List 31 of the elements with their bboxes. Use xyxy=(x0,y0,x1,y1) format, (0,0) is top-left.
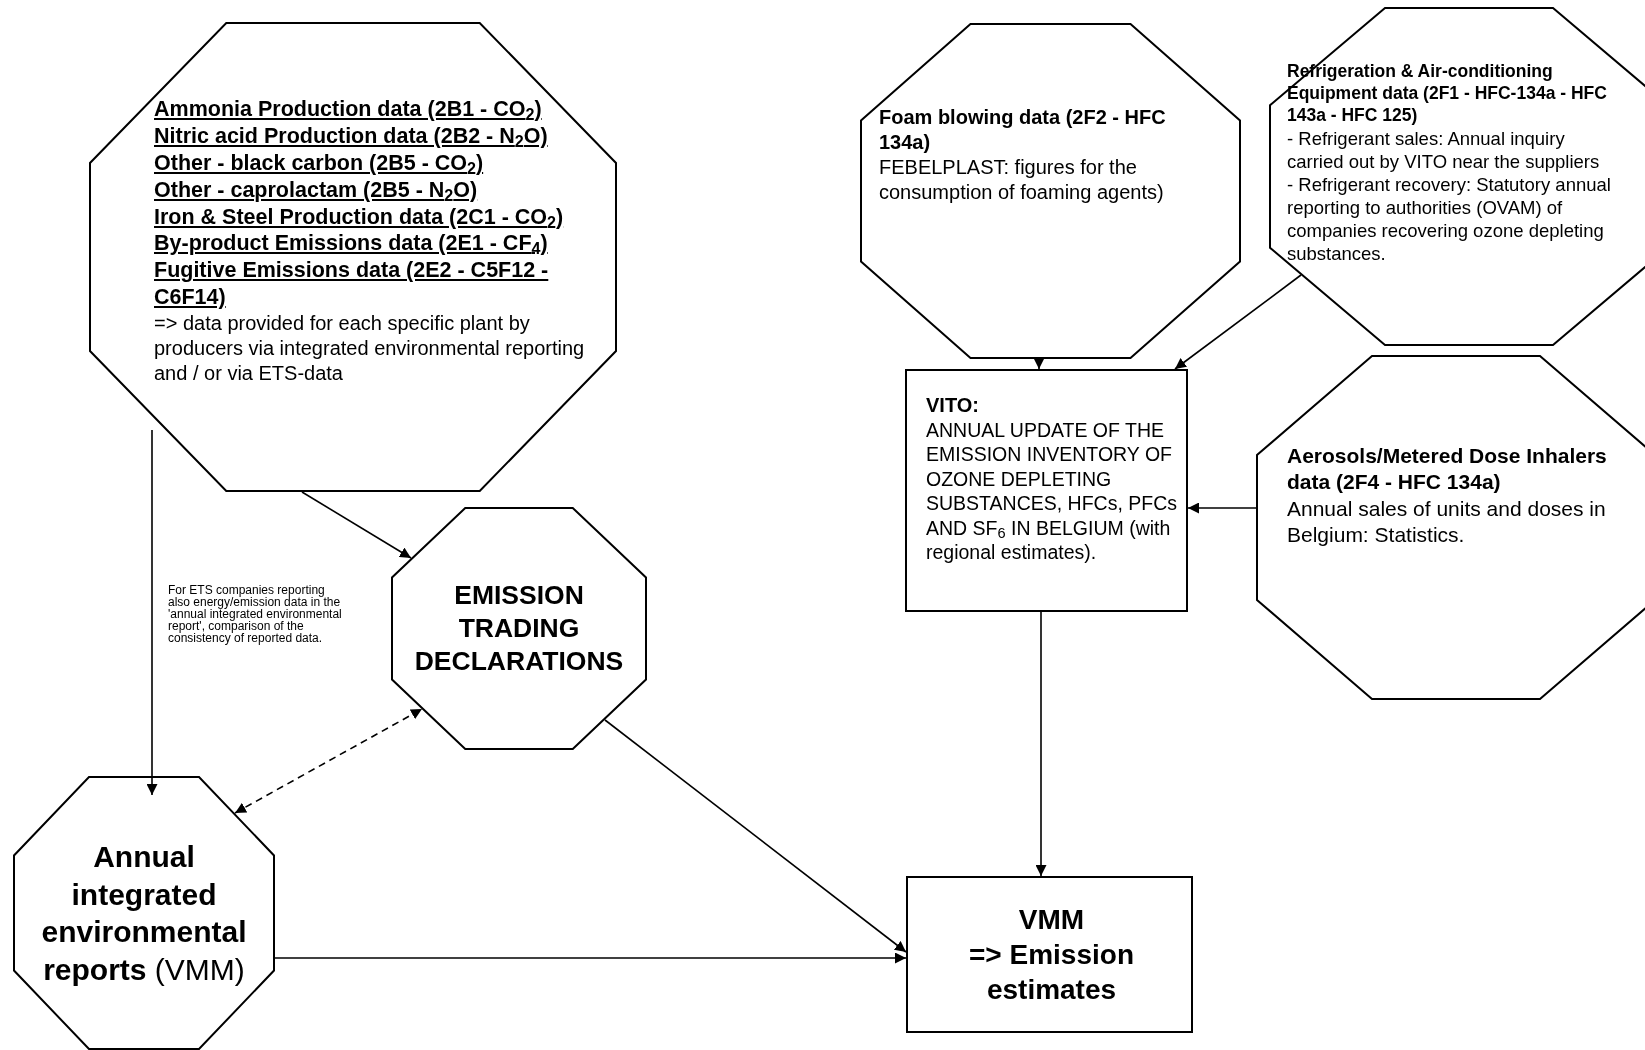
arrow xyxy=(146,429,158,796)
node-text: Annual integrated environmental reports (VMM) xyxy=(40,839,248,988)
arrow xyxy=(1187,502,1257,514)
node-heading: Foam blowing data (2F2 - HFC 134a) xyxy=(879,105,1167,155)
node-heading: VMM xyxy=(1018,903,1085,937)
node-text: Annual sales of units and doses in Belgium: Statistics. xyxy=(1287,495,1607,548)
arrow xyxy=(1174,274,1302,370)
arrow xyxy=(301,491,412,559)
process-box xyxy=(905,369,1188,612)
node-heading: By-product Emissions data (2E1 - CF$_{4}$) xyxy=(154,230,549,258)
node-heading: Iron & Steel Production data (2C1 - CO$_{2}$) xyxy=(154,203,565,231)
node-heading: VITO: xyxy=(926,393,980,418)
node-heading: Other - black carbon (2B5 - CO$_{2}$) xyxy=(154,149,485,177)
node-text: ANNUAL UPDATE OF THE EMISSION INVENTORY OF OZONE DEPLETING SUBSTANCES, HFCs, PFCs AND SF$_{6}$ IN BELGIUM (with regional estimates). xyxy=(926,418,1178,565)
node-heading: Aerosols/Metered Dose Inhalers data (2F4 - HFC 134a) xyxy=(1287,443,1608,496)
node-heading: => Emission estimates xyxy=(968,938,1135,1007)
node-heading: EMISSION TRADING DECLARATIONS xyxy=(413,578,625,679)
node-heading: Fugitive Emissions data (2E2 - C5F12 - C6F14) xyxy=(154,257,550,311)
process-box xyxy=(906,876,1193,1033)
arrow xyxy=(604,719,907,953)
arrow xyxy=(274,952,907,964)
node-text: - Refrigerant sales: Annual inquiry carried out by VITO near the suppliers xyxy=(1287,126,1601,173)
node-text: - Refrigerant recovery: Statutory annual reporting to authorities (OVAM) of companies recovering ozone depleting substances. xyxy=(1287,172,1612,266)
arrow xyxy=(1035,611,1047,877)
arrow xyxy=(1033,358,1045,370)
node-text: FEBELPLAST: figures for the consumption of foaming agents) xyxy=(879,155,1165,205)
node-heading: Nitric acid Production data (2B2 - N$_{2}$O) xyxy=(154,122,549,150)
node-heading: Other - caprolactam (2B5 - N$_{2}$O) xyxy=(154,176,479,204)
double-arrow xyxy=(234,708,423,814)
node-heading: Ammonia Production data (2B1 - CO$_{2}$) xyxy=(154,96,543,123)
node-text: => data provided for each specific plant by producers via integrated environmental reporting and / or via ETS-data xyxy=(154,311,586,386)
